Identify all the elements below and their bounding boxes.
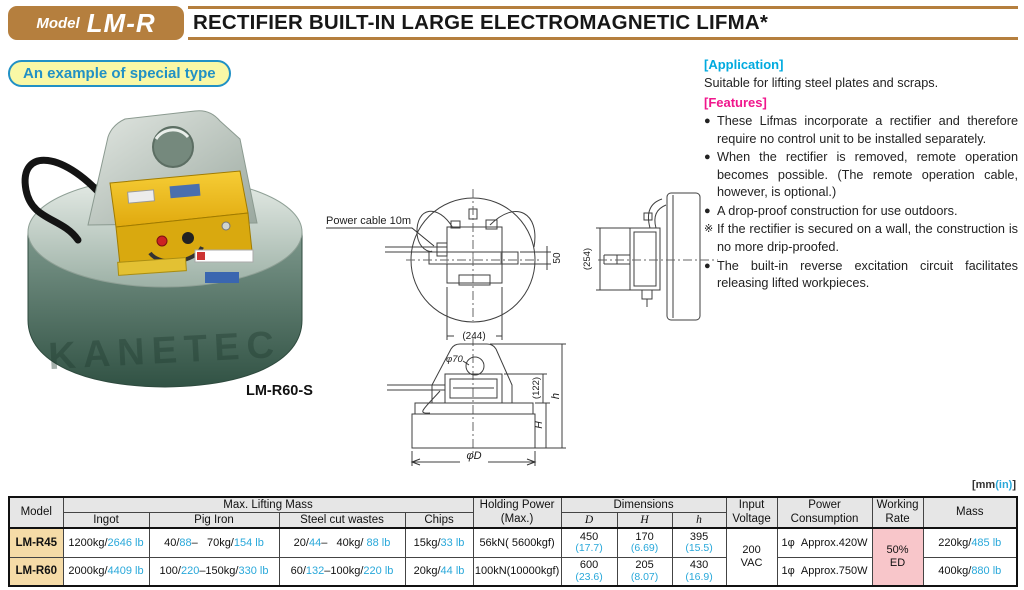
- dim-D-cell: 450(17.7): [560, 527, 618, 558]
- col-header-dimensions: Dimensions: [560, 496, 727, 513]
- unit-bracket: ]: [1012, 479, 1016, 491]
- col-header-ingot: Ingot: [62, 511, 150, 529]
- hanger-hole: [152, 126, 194, 168]
- unit-in: (in): [995, 479, 1013, 491]
- model-label: Model: [36, 14, 80, 32]
- dim-244-label: (244): [462, 331, 485, 342]
- power-cable: [21, 156, 112, 244]
- dim-H-label: H: [533, 421, 545, 429]
- feature-text: The built-in reverse excitation circuit …: [717, 258, 1018, 291]
- chips-cell: 20kg/44 lb: [404, 556, 474, 587]
- dim-H-cell: 205(8.07): [616, 556, 673, 587]
- application-text: Suitable for lifting steel plates and sc…: [704, 75, 939, 90]
- application-features-panel: [Application] Suitable for lifting steel…: [704, 56, 1018, 294]
- col-header-max-lifting-mass: Max. Lifting Mass: [62, 496, 474, 513]
- side-view: [596, 192, 718, 321]
- dim-phi70-label: φ70: [446, 354, 463, 365]
- working-rate-cell: 50%ED: [871, 527, 924, 587]
- dim-H-cell: 170(6.69): [616, 527, 673, 558]
- col-header-mass: Mass: [922, 496, 1018, 529]
- steel-cut-wastes-cell: 60/132–100kg/220 lb: [278, 556, 406, 587]
- dimension-drawings: Power cable 10m (244) 50 φ70 (122) h H φ…: [326, 189, 718, 466]
- col-header-model: Model: [8, 496, 64, 529]
- plan-view: [326, 189, 551, 457]
- feature-text: A drop-proof construction for use outdoo…: [717, 203, 958, 218]
- col-header-pig-iron: Pig Iron: [148, 511, 280, 529]
- spec-table: Model Max. Lifting Mass Holding Power(Ma…: [8, 496, 1019, 587]
- dim-D-cell: 600(23.6): [560, 556, 618, 587]
- note-text: If the rectifier is secured on a wall, t…: [717, 222, 1018, 254]
- col-header-chips: Chips: [404, 511, 474, 529]
- table-row-lmr60: LM-R60 2000kg/4409 lb 100/220–150kg/330 …: [8, 556, 1018, 587]
- front-view: [387, 343, 566, 466]
- bullet-icon: ●: [704, 204, 711, 217]
- col-header-dim-H: H: [616, 511, 673, 529]
- model-badge: Model LM-R: [8, 6, 184, 40]
- model-cell: LM-R45: [8, 527, 64, 558]
- mass-cell: 220kg/485 lb: [922, 527, 1018, 558]
- feature-item: ● When the rectifier is removed, remote …: [704, 149, 1018, 202]
- feature-text: These Lifmas incorporate a rectifier and…: [717, 114, 1018, 146]
- pig-iron-cell: 40/88– 70kg/154 lb: [148, 527, 280, 558]
- bullet-icon: ●: [704, 151, 711, 164]
- red-button: [156, 235, 168, 247]
- feature-item: ● A drop-proof construction for use outd…: [704, 203, 1018, 221]
- col-header-steel-cut-wastes: Steel cut wastes: [278, 511, 406, 529]
- feature-item: ● The built-in reverse excitation circui…: [704, 258, 1018, 293]
- holding-power-cell: 100kN(10000kgf): [472, 556, 562, 587]
- ingot-cell: 1200kg/2646 lb: [62, 527, 150, 558]
- model-cell: LM-R60: [8, 556, 64, 587]
- col-header-dim-D: D: [560, 511, 618, 529]
- mass-cell: 400kg/880 lb: [922, 556, 1018, 587]
- example-tag: An example of special type: [8, 60, 231, 87]
- power-cable-label: Power cable 10m: [326, 215, 411, 227]
- pig-iron-cell: 100/220–150kg/330 lb: [148, 556, 280, 587]
- steel-cut-wastes-cell: 20/44– 40kg/ 88 lb: [278, 527, 406, 558]
- black-knob: [182, 232, 194, 244]
- product-photo: KANETEC: [21, 110, 303, 388]
- power-consumption-cell: 1φ Approx.750W: [776, 556, 873, 587]
- dim-phiD-label: φD: [466, 450, 481, 462]
- unit-mm: [mm: [971, 479, 996, 491]
- drum-labels: [117, 249, 254, 283]
- table-row-lmr45: LM-R45 1200kg/2646 lb 40/88– 70kg/154 lb…: [8, 527, 1018, 587]
- feature-text: When the rectifier is removed, remote op…: [717, 150, 1018, 200]
- page-title: RECTIFIER BUILT-IN LARGE ELECTROMAGNETIC…: [193, 11, 769, 34]
- bullet-icon: ●: [704, 115, 711, 128]
- dim-50-label: 50: [552, 252, 563, 264]
- dim-254-label: (254): [582, 248, 593, 270]
- chips-cell: 15kg/33 lb: [404, 527, 474, 558]
- features-label: [Features]: [704, 95, 767, 111]
- title-bar: RECTIFIER BUILT-IN LARGE ELECTROMAGNETIC…: [188, 6, 1018, 40]
- dim-h-cell: 430(16.9): [671, 556, 727, 587]
- connector-plug: [221, 221, 231, 231]
- power-consumption-cell: 1φ Approx.420W: [776, 527, 873, 558]
- holding-power-cell: 56kN( 5600kgf): [472, 527, 562, 558]
- unit-note: [mm(in)]: [972, 479, 1016, 491]
- application-label: [Application]: [704, 57, 784, 72]
- col-header-dim-h: h: [671, 511, 727, 529]
- reference-mark-icon: ※: [704, 223, 714, 236]
- bullet-icon: ●: [704, 259, 711, 272]
- note-item: ※ If the rectifier is secured on a wall,…: [704, 221, 1018, 256]
- dim-122-label: (122): [531, 377, 542, 399]
- dim-h-label: h: [550, 393, 562, 399]
- drawing-labels: Power cable 10m (244) 50 φ70 (122) h H φ…: [326, 215, 593, 462]
- col-header-holding-power: Holding Power(Max.): [472, 496, 562, 529]
- model-name: LM-R: [86, 7, 156, 38]
- dim-h-cell: 395(15.5): [671, 527, 727, 558]
- photo-caption: LM-R60-S: [246, 383, 313, 399]
- feature-item: ● These Lifmas incorporate a rectifier a…: [704, 113, 1018, 148]
- ingot-cell: 2000kg/4409 lb: [62, 556, 150, 587]
